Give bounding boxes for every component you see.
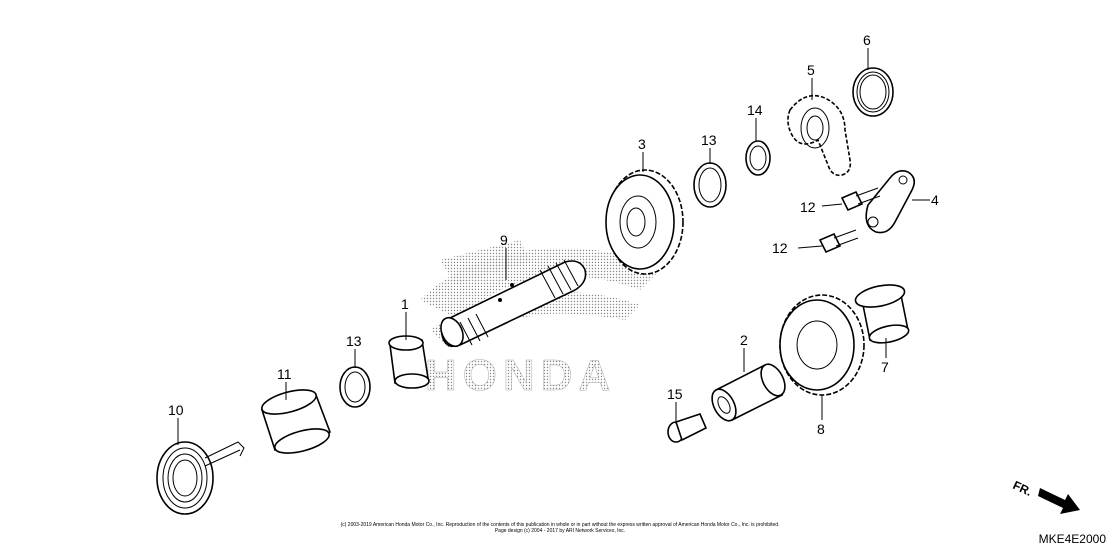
callout-2: 2	[740, 332, 748, 348]
part-8-gear[interactable]	[779, 294, 865, 396]
part-5-ratchet[interactable]	[787, 94, 852, 177]
part-12-bolt-lower[interactable]	[818, 229, 859, 254]
part-9-shaft[interactable]	[437, 259, 587, 350]
callout-12-upper: 12	[800, 199, 816, 215]
front-direction-indicator: FR.	[1011, 478, 1080, 514]
callout-10: 10	[168, 402, 184, 418]
callout-3: 3	[638, 136, 646, 152]
callout-5: 5	[807, 62, 815, 78]
callout-12-lower: 12	[772, 240, 788, 256]
front-label: FR.	[1011, 478, 1034, 499]
part-13-washer-upper[interactable]	[693, 162, 727, 208]
callout-15: 15	[667, 386, 683, 402]
part-6-spring-ring[interactable]	[852, 67, 894, 117]
part-11-collar[interactable]	[259, 385, 332, 458]
part-4-plate[interactable]	[865, 170, 916, 234]
callout-11: 11	[277, 366, 292, 382]
part-2-sleeve[interactable]	[707, 360, 790, 424]
part-12-bolt-upper[interactable]	[840, 187, 881, 212]
part-1-bushing[interactable]	[388, 335, 430, 389]
copyright-line-1: (c) 2003-2019 American Honda Motor Co., …	[340, 522, 780, 528]
part-13-washer-lower[interactable]	[339, 366, 371, 408]
part-14-circlip[interactable]	[745, 140, 771, 176]
callout-9: 9	[500, 232, 508, 248]
part-7-bushing[interactable]	[853, 281, 910, 346]
part-15-bolt[interactable]	[667, 413, 708, 443]
callout-13-lower: 13	[346, 333, 362, 349]
honda-watermark-text: HONDA	[425, 351, 616, 400]
callout-7: 7	[881, 359, 889, 375]
callout-8: 8	[817, 421, 825, 437]
callout-6: 6	[863, 32, 871, 48]
front-arrow-icon	[1038, 488, 1080, 514]
part-10-spring[interactable]	[156, 441, 245, 515]
leader-lines	[177, 48, 930, 445]
callout-14: 14	[747, 102, 763, 118]
diagram-code: MKE4E2000	[1038, 532, 1106, 546]
callout-1: 1	[401, 296, 409, 312]
copyright-notice: (c) 2003-2019 American Honda Motor Co., …	[300, 522, 820, 534]
part-3-gear[interactable]	[605, 169, 684, 275]
copyright-line-2: Page design (c) 2004 - 2017 by ARI Netwo…	[494, 528, 626, 534]
callout-13-upper: 13	[701, 132, 717, 148]
callout-4: 4	[931, 192, 939, 208]
